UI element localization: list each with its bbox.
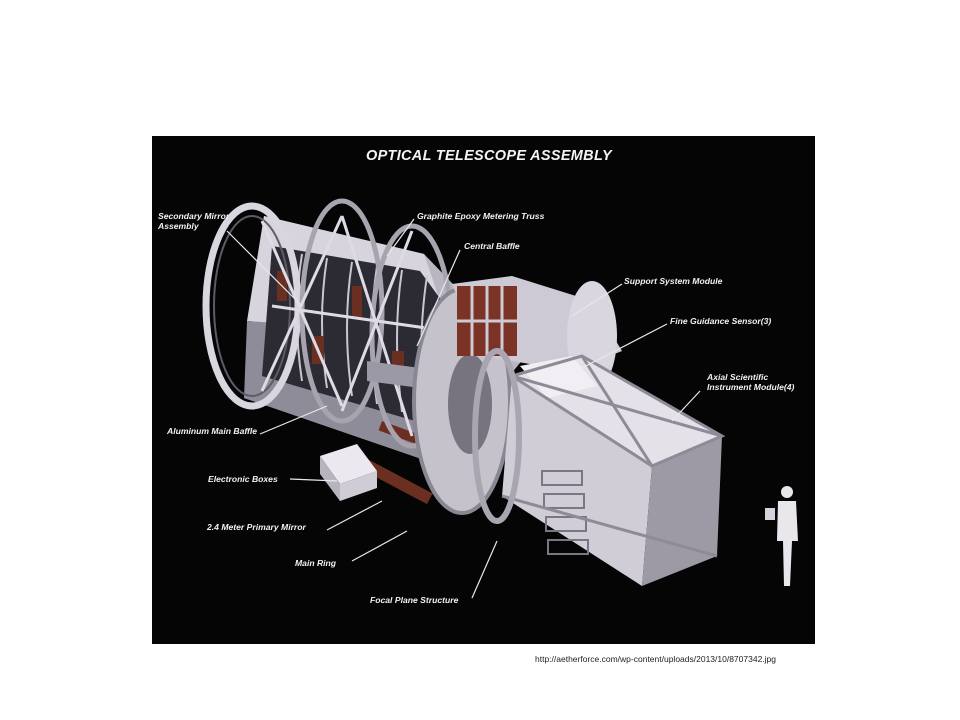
label-primary-mirror: 2.4 Meter Primary Mirror xyxy=(207,522,306,532)
leader-lines xyxy=(226,218,701,599)
label-electronic-boxes: Electronic Boxes xyxy=(208,474,278,484)
label-main-ring: Main Ring xyxy=(295,558,337,568)
diagram-title: OPTICAL TELESCOPE ASSEMBLY xyxy=(366,148,613,164)
label-central-baffle: Central Baffle xyxy=(464,241,520,251)
source-url-caption: http://aetherforce.com/wp-content/upload… xyxy=(535,654,777,664)
label-support-system-module: Support System Module xyxy=(624,276,723,286)
label-fine-guidance-sensor: Fine Guidance Sensor(3) xyxy=(670,316,772,326)
electronic-boxes xyxy=(320,444,377,501)
telescope-tube xyxy=(202,198,524,515)
label-secondary-mirror-assembly: Secondary Mirror Assembly xyxy=(158,211,230,231)
instrument-module xyxy=(472,348,726,586)
human-scale-figure xyxy=(765,486,798,586)
label-aluminum-main-baffle: Aluminum Main Baffle xyxy=(167,426,258,436)
label-focal-plane-structure: Focal Plane Structure xyxy=(370,595,459,605)
telescope-illustration xyxy=(202,198,798,599)
label-axial-scientific-instrument-module: Axial Scientific Instrument Module(4) xyxy=(707,372,795,392)
telescope-diagram: OPTICAL TELESCOPE ASSEMBLY Secondary Mir… xyxy=(152,136,815,644)
label-graphite-epoxy-metering-truss: Graphite Epoxy Metering Truss xyxy=(417,211,545,221)
